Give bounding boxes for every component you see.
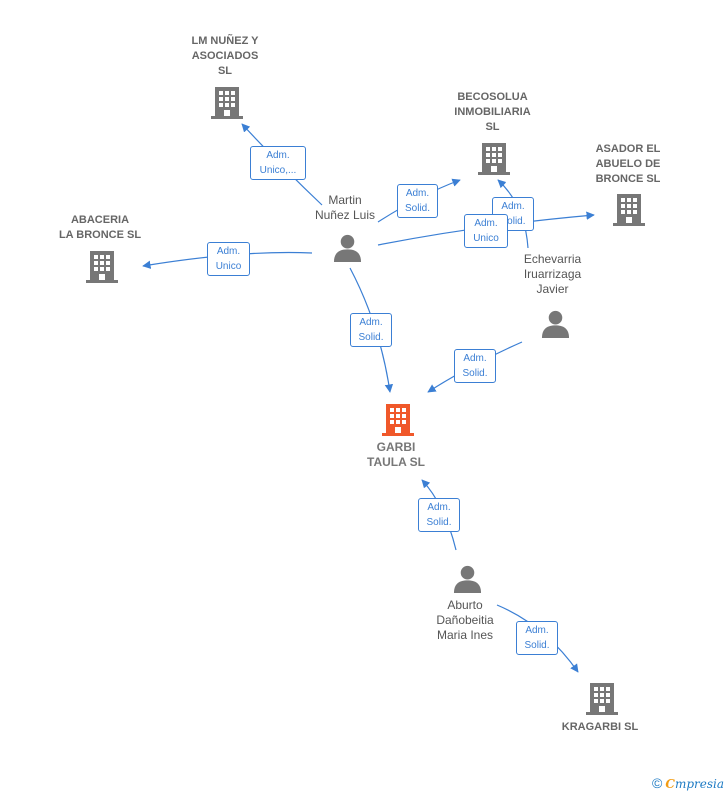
edge-label-martin-becosolua: Adm. Solid.	[397, 184, 438, 218]
abaceria-building-icon	[86, 251, 118, 283]
brand-name: mpresia	[674, 777, 724, 791]
becosolua-building-icon	[478, 143, 510, 175]
lm-nunez-building-icon	[211, 87, 243, 119]
copyright-symbol: ©	[652, 775, 663, 791]
kragarbi-building-icon	[586, 683, 618, 715]
asador-building-icon	[613, 194, 645, 226]
empresia-watermark: ©Cmpresia	[652, 775, 724, 791]
edge-label-martin-lm: Adm. Unico,...	[250, 146, 306, 180]
aburto-person-icon	[453, 565, 482, 593]
edge-label-martin-abaceria: Adm. Unico	[207, 242, 250, 276]
node-kragarbi-label[interactable]: KRAGARBI SL	[561, 721, 639, 733]
edge-label-aburto-garbi: Adm. Solid.	[418, 498, 460, 532]
brand-initial: C	[665, 777, 675, 791]
edge-label-echevarria-garbi: Adm. Solid.	[454, 349, 496, 383]
node-echevarria-label[interactable]: Echevarria Iruarrizaga Javier	[523, 252, 582, 296]
node-aburto-label[interactable]: Aburto Dañobeitia Maria Ines	[436, 598, 494, 642]
edge-label-aburto-kragarbi: Adm. Solid.	[516, 621, 558, 655]
node-lm-nunez-label[interactable]: LM NUÑEZ Y ASOCIADOS SL	[191, 35, 259, 77]
node-abaceria-label[interactable]: ABACERIA LA BRONCE SL	[58, 214, 142, 241]
node-becosolua-label[interactable]: BECOSOLUA INMOBILIARIA SL	[454, 91, 531, 133]
node-garbi-label[interactable]: GARBI TAULA SL	[367, 440, 425, 469]
garbi-building-icon	[382, 404, 414, 436]
node-asador-label[interactable]: ASADOR EL ABUELO DE BRONCE SL	[595, 143, 661, 185]
edge-label-martin-asador: Adm. Unico	[464, 214, 508, 248]
edge-label-martin-garbi: Adm. Solid.	[350, 313, 392, 347]
martin-person-icon	[333, 234, 362, 262]
node-martin-label[interactable]: Martin Nuñez Luis	[314, 193, 376, 222]
echevarria-person-icon	[541, 310, 570, 338]
